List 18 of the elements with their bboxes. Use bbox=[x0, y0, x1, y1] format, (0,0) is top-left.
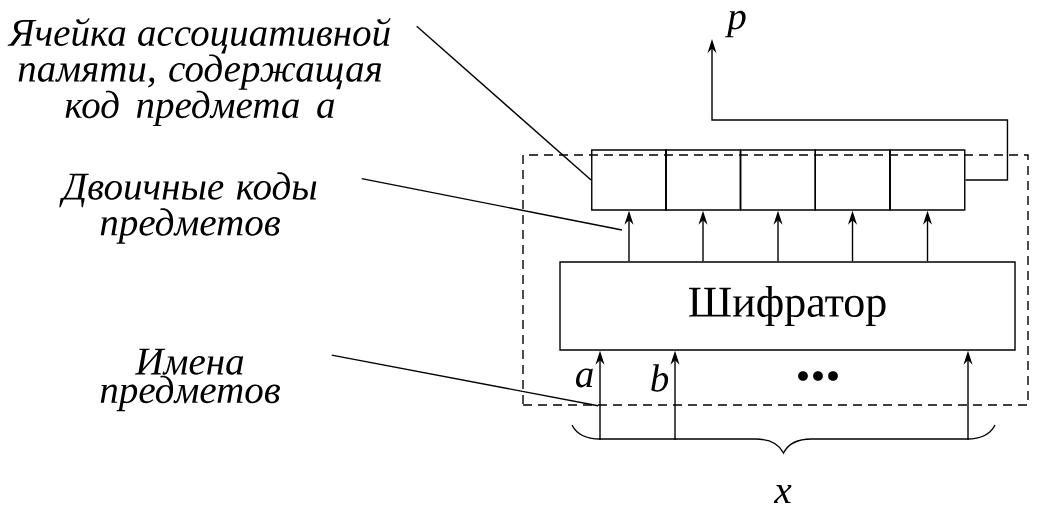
leader-line bbox=[331, 354, 599, 407]
memory-cell bbox=[889, 149, 966, 211]
memory-cell bbox=[665, 149, 741, 211]
edge-label: a bbox=[575, 368, 593, 388]
callout-text: Двоичные коды предметов bbox=[59, 172, 317, 244]
memory-cell bbox=[814, 149, 891, 211]
edge-label: b bbox=[651, 364, 669, 392]
callout-text: Ячейка ассоциативной памяти, содержащая код предмета a bbox=[7, 17, 391, 127]
output-label: p bbox=[724, 10, 746, 38]
callout-text: Имена предметов bbox=[100, 348, 280, 412]
memory-cell bbox=[591, 149, 667, 211]
memory-cell bbox=[740, 149, 816, 211]
leader-line bbox=[361, 177, 623, 231]
encoder-box: Шифратор bbox=[559, 261, 1016, 351]
leader-line bbox=[416, 25, 592, 181]
variable-label: x bbox=[773, 485, 792, 503]
ellipsis: ... bbox=[798, 371, 838, 381]
dashed-frame bbox=[522, 154, 1029, 406]
